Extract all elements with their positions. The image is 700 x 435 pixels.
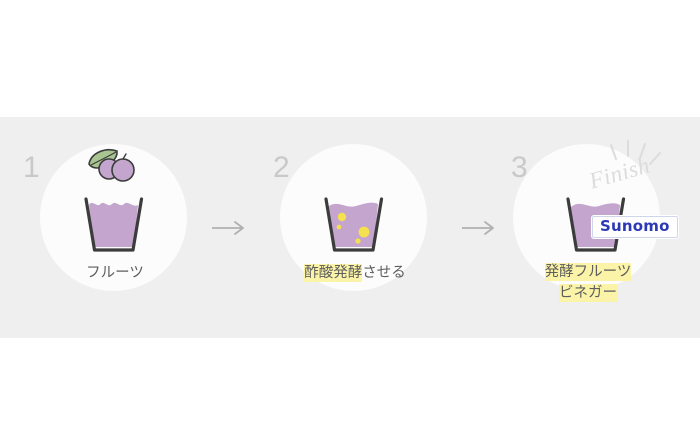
- arrow-step2-to-step3: [460, 220, 500, 236]
- sunomo-logo-badge: Sunomo: [592, 216, 678, 238]
- glass-with-bubbles-icon: [312, 189, 396, 257]
- step-3: 3 Finish: [478, 117, 698, 338]
- step-3-caption-line-1: 発酵フルーツ: [478, 262, 698, 283]
- step-2-caption-highlight: 酢酸発酵: [304, 264, 363, 282]
- step-3-caption: 発酵フルーツ ビネガー: [478, 262, 698, 304]
- finish-badge: Finish: [586, 139, 698, 201]
- arrow-step1-to-step2: [210, 220, 250, 236]
- step-3-caption-highlight-1: 発酵フルーツ: [544, 263, 632, 281]
- step-1-caption-text: フルーツ: [86, 265, 144, 281]
- step-1-caption: フルーツ: [5, 263, 225, 284]
- sparkle-burst-icon: [610, 140, 661, 165]
- step-3-caption-line-2: ビネガー: [478, 283, 698, 304]
- sunomo-logo-text: Sunomo: [600, 217, 670, 235]
- step-2-caption-suffix: させる: [362, 265, 406, 281]
- steps-container: 1: [0, 117, 700, 338]
- berry-fruit-icon: [85, 144, 141, 190]
- step-3-caption-highlight-2: ビネガー: [559, 284, 617, 302]
- step-2-number: 2: [273, 151, 290, 184]
- step-1-number: 1: [23, 151, 40, 184]
- step-1: 1: [5, 117, 225, 338]
- step-2: 2 酢酸発酵させる: [245, 117, 465, 338]
- glass-with-fruit-icon: [72, 189, 156, 257]
- step-3-number: 3: [511, 151, 528, 184]
- step-2-caption: 酢酸発酵させる: [245, 263, 465, 284]
